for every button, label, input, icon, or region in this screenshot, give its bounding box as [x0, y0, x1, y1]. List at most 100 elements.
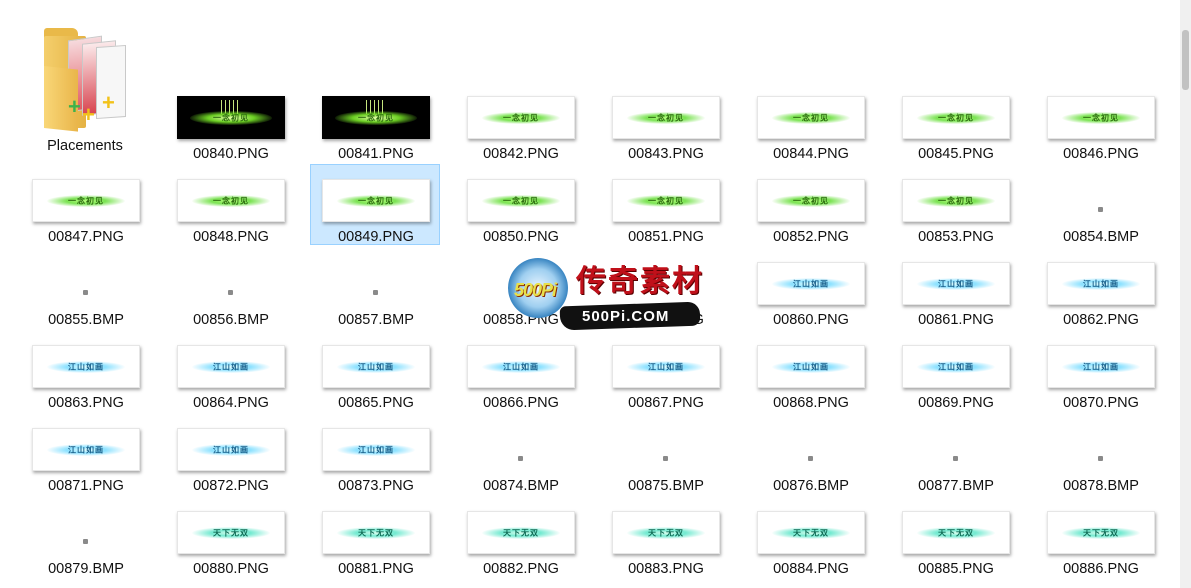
file-name-label: 00847.PNG [48, 229, 124, 245]
file-item[interactable]: 00875.BMP [600, 413, 730, 494]
file-name-label: 00852.PNG [773, 229, 849, 245]
file-item[interactable]: 江山如画 00862.PNG [1035, 247, 1165, 328]
file-name-label: 00862.PNG [1063, 312, 1139, 328]
image-thumbnail: 江山如画 [322, 428, 430, 471]
image-thumbnail: 一念初见 [612, 96, 720, 139]
bmp-thumbnail [1098, 456, 1103, 461]
file-item[interactable]: 一念初见 00844.PNG [745, 81, 875, 162]
file-name-label: 00849.PNG [338, 229, 414, 245]
file-name-label: 00880.PNG [193, 561, 269, 577]
bmp-thumbnail [518, 456, 523, 461]
file-name-label: 00863.PNG [48, 395, 124, 411]
image-thumbnail: 江山如画 [322, 345, 430, 388]
image-thumbnail: 一念初见 [177, 96, 285, 139]
image-thumbnail: 一念初见 [757, 96, 865, 139]
image-thumbnail: 天下无双 [322, 511, 430, 554]
file-item[interactable]: 00856.BMP [165, 247, 295, 328]
image-thumbnail: 天下无双 [612, 511, 720, 554]
image-thumbnail: 一念初见 [1047, 96, 1155, 139]
file-name-label: 00881.PNG [338, 561, 414, 577]
file-item[interactable]: 江山如画 00872.PNG [165, 413, 295, 494]
file-item[interactable]: 一念初见 00843.PNG [600, 81, 730, 162]
file-item[interactable]: 00874.BMP [455, 413, 585, 494]
scrollbar-thumb[interactable] [1182, 30, 1189, 90]
file-item[interactable]: 00854.BMP [1035, 164, 1165, 245]
image-thumbnail: 江山如画 [1047, 345, 1155, 388]
file-item[interactable]: 江山如画 00865.PNG [310, 330, 440, 411]
file-name-label: 00879.BMP [48, 561, 124, 577]
file-name-label: 00872.PNG [193, 478, 269, 494]
file-item[interactable]: 天下无双 00881.PNG [310, 496, 440, 577]
image-thumbnail: 一念初见 [177, 179, 285, 222]
file-name-label: 00848.PNG [193, 229, 269, 245]
bmp-thumbnail [83, 290, 88, 295]
file-name-label: 00865.PNG [338, 395, 414, 411]
file-name-label: 00853.PNG [918, 229, 994, 245]
file-name-label: 00860.PNG [773, 312, 849, 328]
file-item[interactable]: 00877.BMP [890, 413, 1020, 494]
file-name-label: 00841.PNG [338, 146, 414, 162]
file-item[interactable]: 江山如画 00863.PNG [20, 330, 150, 411]
folder-icon[interactable]: +++ [42, 26, 128, 132]
file-name-label: 00844.PNG [773, 146, 849, 162]
file-name-label: 00885.PNG [918, 561, 994, 577]
file-name-label: 00878.BMP [1063, 478, 1139, 494]
file-item[interactable]: 00878.BMP [1035, 413, 1165, 494]
file-item[interactable]: 一念初见 00845.PNG [890, 81, 1020, 162]
vertical-scrollbar[interactable] [1180, 0, 1191, 588]
image-thumbnail: 一念初见 [902, 96, 1010, 139]
image-thumbnail: 江山如画 [177, 428, 285, 471]
file-name-label: 00871.PNG [48, 478, 124, 494]
file-item[interactable]: 00876.BMP [745, 413, 875, 494]
file-name-label: 00869.PNG [918, 395, 994, 411]
file-name-label: 00857.BMP [338, 312, 414, 328]
file-name-label: 00845.PNG [918, 146, 994, 162]
file-item[interactable]: 一念初见 00848.PNG [165, 164, 295, 245]
file-name-label: 00877.BMP [918, 478, 994, 494]
file-name-label: 00843.PNG [628, 146, 704, 162]
image-thumbnail: 江山如画 [32, 428, 140, 471]
watermark-logo: 500Pi 传奇素材 500Pi.COM [500, 250, 710, 342]
image-thumbnail: 江山如画 [1047, 262, 1155, 305]
file-name-label: 00868.PNG [773, 395, 849, 411]
bmp-thumbnail [1098, 207, 1103, 212]
file-item[interactable]: 00879.BMP [20, 496, 150, 577]
file-name-label: 00876.BMP [773, 478, 849, 494]
image-thumbnail: 天下无双 [467, 511, 575, 554]
file-item[interactable]: 00857.BMP [310, 247, 440, 328]
bmp-thumbnail [663, 456, 668, 461]
file-name-label: 00864.PNG [193, 395, 269, 411]
image-thumbnail: 江山如画 [32, 345, 140, 388]
file-item[interactable]: 00855.BMP [20, 247, 150, 328]
file-name-label: 00884.PNG [773, 561, 849, 577]
file-item[interactable]: 江山如画 00871.PNG [20, 413, 150, 494]
folder-label[interactable]: Placements [47, 138, 123, 154]
bmp-thumbnail [83, 539, 88, 544]
